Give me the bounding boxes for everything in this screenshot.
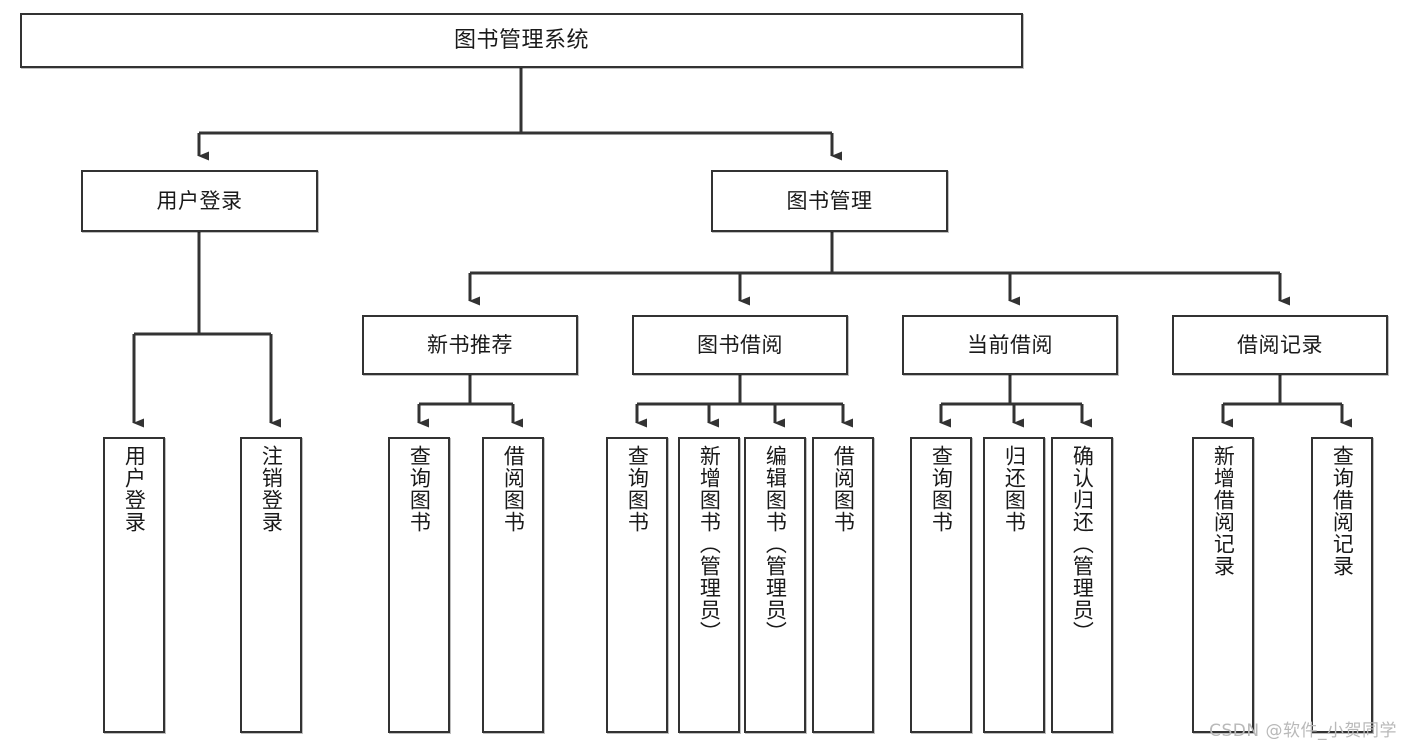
node-recommend-borrow-book-label: 借阅图书 [501, 445, 526, 533]
node-current-confirm-return[interactable]: 确认归还（管理员） [1051, 437, 1113, 733]
node-borrow-borrow-book-label: 借阅图书 [831, 445, 856, 533]
node-user-login[interactable]: 用户登录 [81, 170, 318, 232]
node-user-login-label: 用户登录 [156, 188, 243, 213]
node-current-return-book[interactable]: 归还图书 [983, 437, 1045, 733]
watermark-text: CSDN @软件_小贺同学 [1209, 721, 1397, 741]
node-current-query-book-label: 查询图书 [929, 445, 954, 533]
node-current-return-book-label: 归还图书 [1002, 445, 1027, 533]
node-borrow-add-book[interactable]: 新增图书（管理员） [678, 437, 740, 733]
node-current-borrow[interactable]: 当前借阅 [902, 315, 1118, 375]
node-user-login-do-label: 用户登录 [122, 445, 147, 533]
node-borrow-record-label: 借阅记录 [1237, 332, 1323, 357]
node-root-label: 图书管理系统 [453, 27, 589, 53]
node-record-query-label: 查询借阅记录 [1330, 445, 1355, 577]
node-record-add[interactable]: 新增借阅记录 [1192, 437, 1254, 733]
node-record-add-label: 新增借阅记录 [1211, 445, 1236, 577]
node-user-logout[interactable]: 注销登录 [240, 437, 302, 733]
node-borrow-edit-book-label: 编辑图书（管理员） [763, 445, 788, 643]
node-record-query[interactable]: 查询借阅记录 [1311, 437, 1373, 733]
node-current-query-book[interactable]: 查询图书 [910, 437, 972, 733]
node-borrow-record[interactable]: 借阅记录 [1172, 315, 1388, 375]
node-current-borrow-label: 当前借阅 [967, 332, 1053, 357]
node-book-borrow-label: 图书借阅 [697, 332, 783, 357]
node-current-confirm-return-label: 确认归还（管理员） [1070, 445, 1095, 643]
node-recommend-query-book-label: 查询图书 [407, 445, 432, 533]
node-book-management-label: 图书管理 [786, 188, 873, 213]
node-book-borrow[interactable]: 图书借阅 [632, 315, 848, 375]
node-borrow-query-book[interactable]: 查询图书 [606, 437, 668, 733]
node-borrow-add-book-label: 新增图书（管理员） [697, 445, 722, 643]
node-recommend-borrow-book[interactable]: 借阅图书 [482, 437, 544, 733]
node-recommend-query-book[interactable]: 查询图书 [388, 437, 450, 733]
node-borrow-query-book-label: 查询图书 [625, 445, 650, 533]
node-borrow-edit-book[interactable]: 编辑图书（管理员） [744, 437, 806, 733]
node-root[interactable]: 图书管理系统 [20, 13, 1023, 68]
node-borrow-borrow-book[interactable]: 借阅图书 [812, 437, 874, 733]
node-new-book-recommend-label: 新书推荐 [427, 332, 513, 357]
node-user-logout-label: 注销登录 [259, 445, 284, 533]
node-user-login-do[interactable]: 用户登录 [103, 437, 165, 733]
node-book-management[interactable]: 图书管理 [711, 170, 948, 232]
node-new-book-recommend[interactable]: 新书推荐 [362, 315, 578, 375]
